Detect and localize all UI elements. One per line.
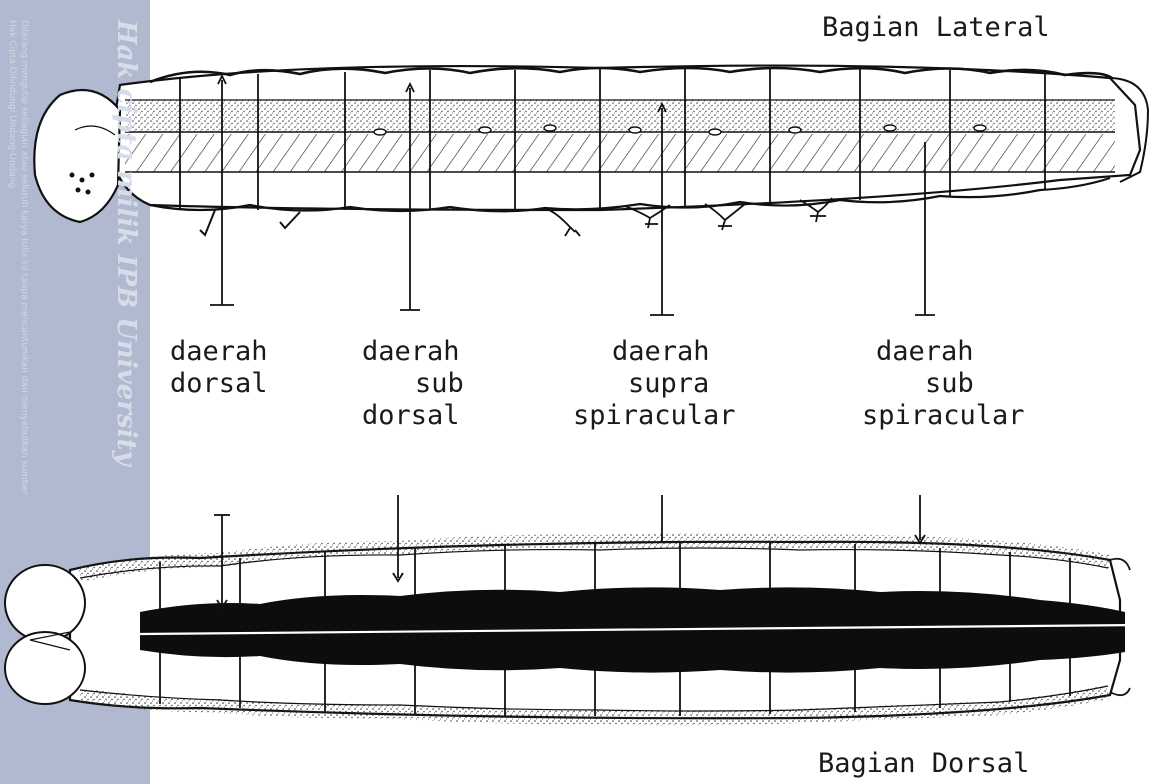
watermark-line1: Hak Cipta Dilindungi Undang-Undang (7, 20, 17, 188)
label-daerah-dorsal: daerah dorsal (170, 336, 268, 399)
svg-text:daerah: daerah (362, 336, 460, 367)
svg-text:sub: sub (925, 368, 974, 399)
dorsal-view (5, 540, 1140, 718)
watermark-text: Hak cipta milik IPB University (111, 19, 141, 468)
svg-text:spiracular: spiracular (862, 400, 1025, 431)
svg-text:sub: sub (415, 368, 464, 399)
dorsal-head-lower (5, 632, 85, 704)
svg-text:daerah: daerah (170, 336, 268, 367)
title-dorsal: Bagian Dorsal (818, 748, 1029, 779)
lateral-head (34, 90, 120, 222)
svg-text:dorsal: dorsal (170, 368, 268, 399)
label-daerah-supra-spiracular: daerah supra spiracular (573, 336, 736, 431)
svg-text:supra: supra (628, 368, 709, 399)
svg-text:dorsal: dorsal (362, 400, 460, 431)
title-lateral: Bagian Lateral (822, 12, 1050, 43)
svg-text:spiracular: spiracular (573, 400, 736, 431)
svg-text:daerah: daerah (876, 336, 974, 367)
supra-spiracular-band (125, 100, 1115, 132)
lateral-view (34, 66, 1148, 236)
watermark-line2: Dilarang mengutip sebagian atau seluruh … (19, 20, 29, 495)
sub-spiracular-band (125, 134, 1115, 172)
label-daerah-sub-dorsal: daerah sub dorsal (362, 336, 464, 431)
svg-text:daerah: daerah (612, 336, 710, 367)
label-daerah-sub-spiracular: daerah sub spiracular (862, 336, 1025, 431)
dorsal-head-upper (5, 565, 85, 641)
